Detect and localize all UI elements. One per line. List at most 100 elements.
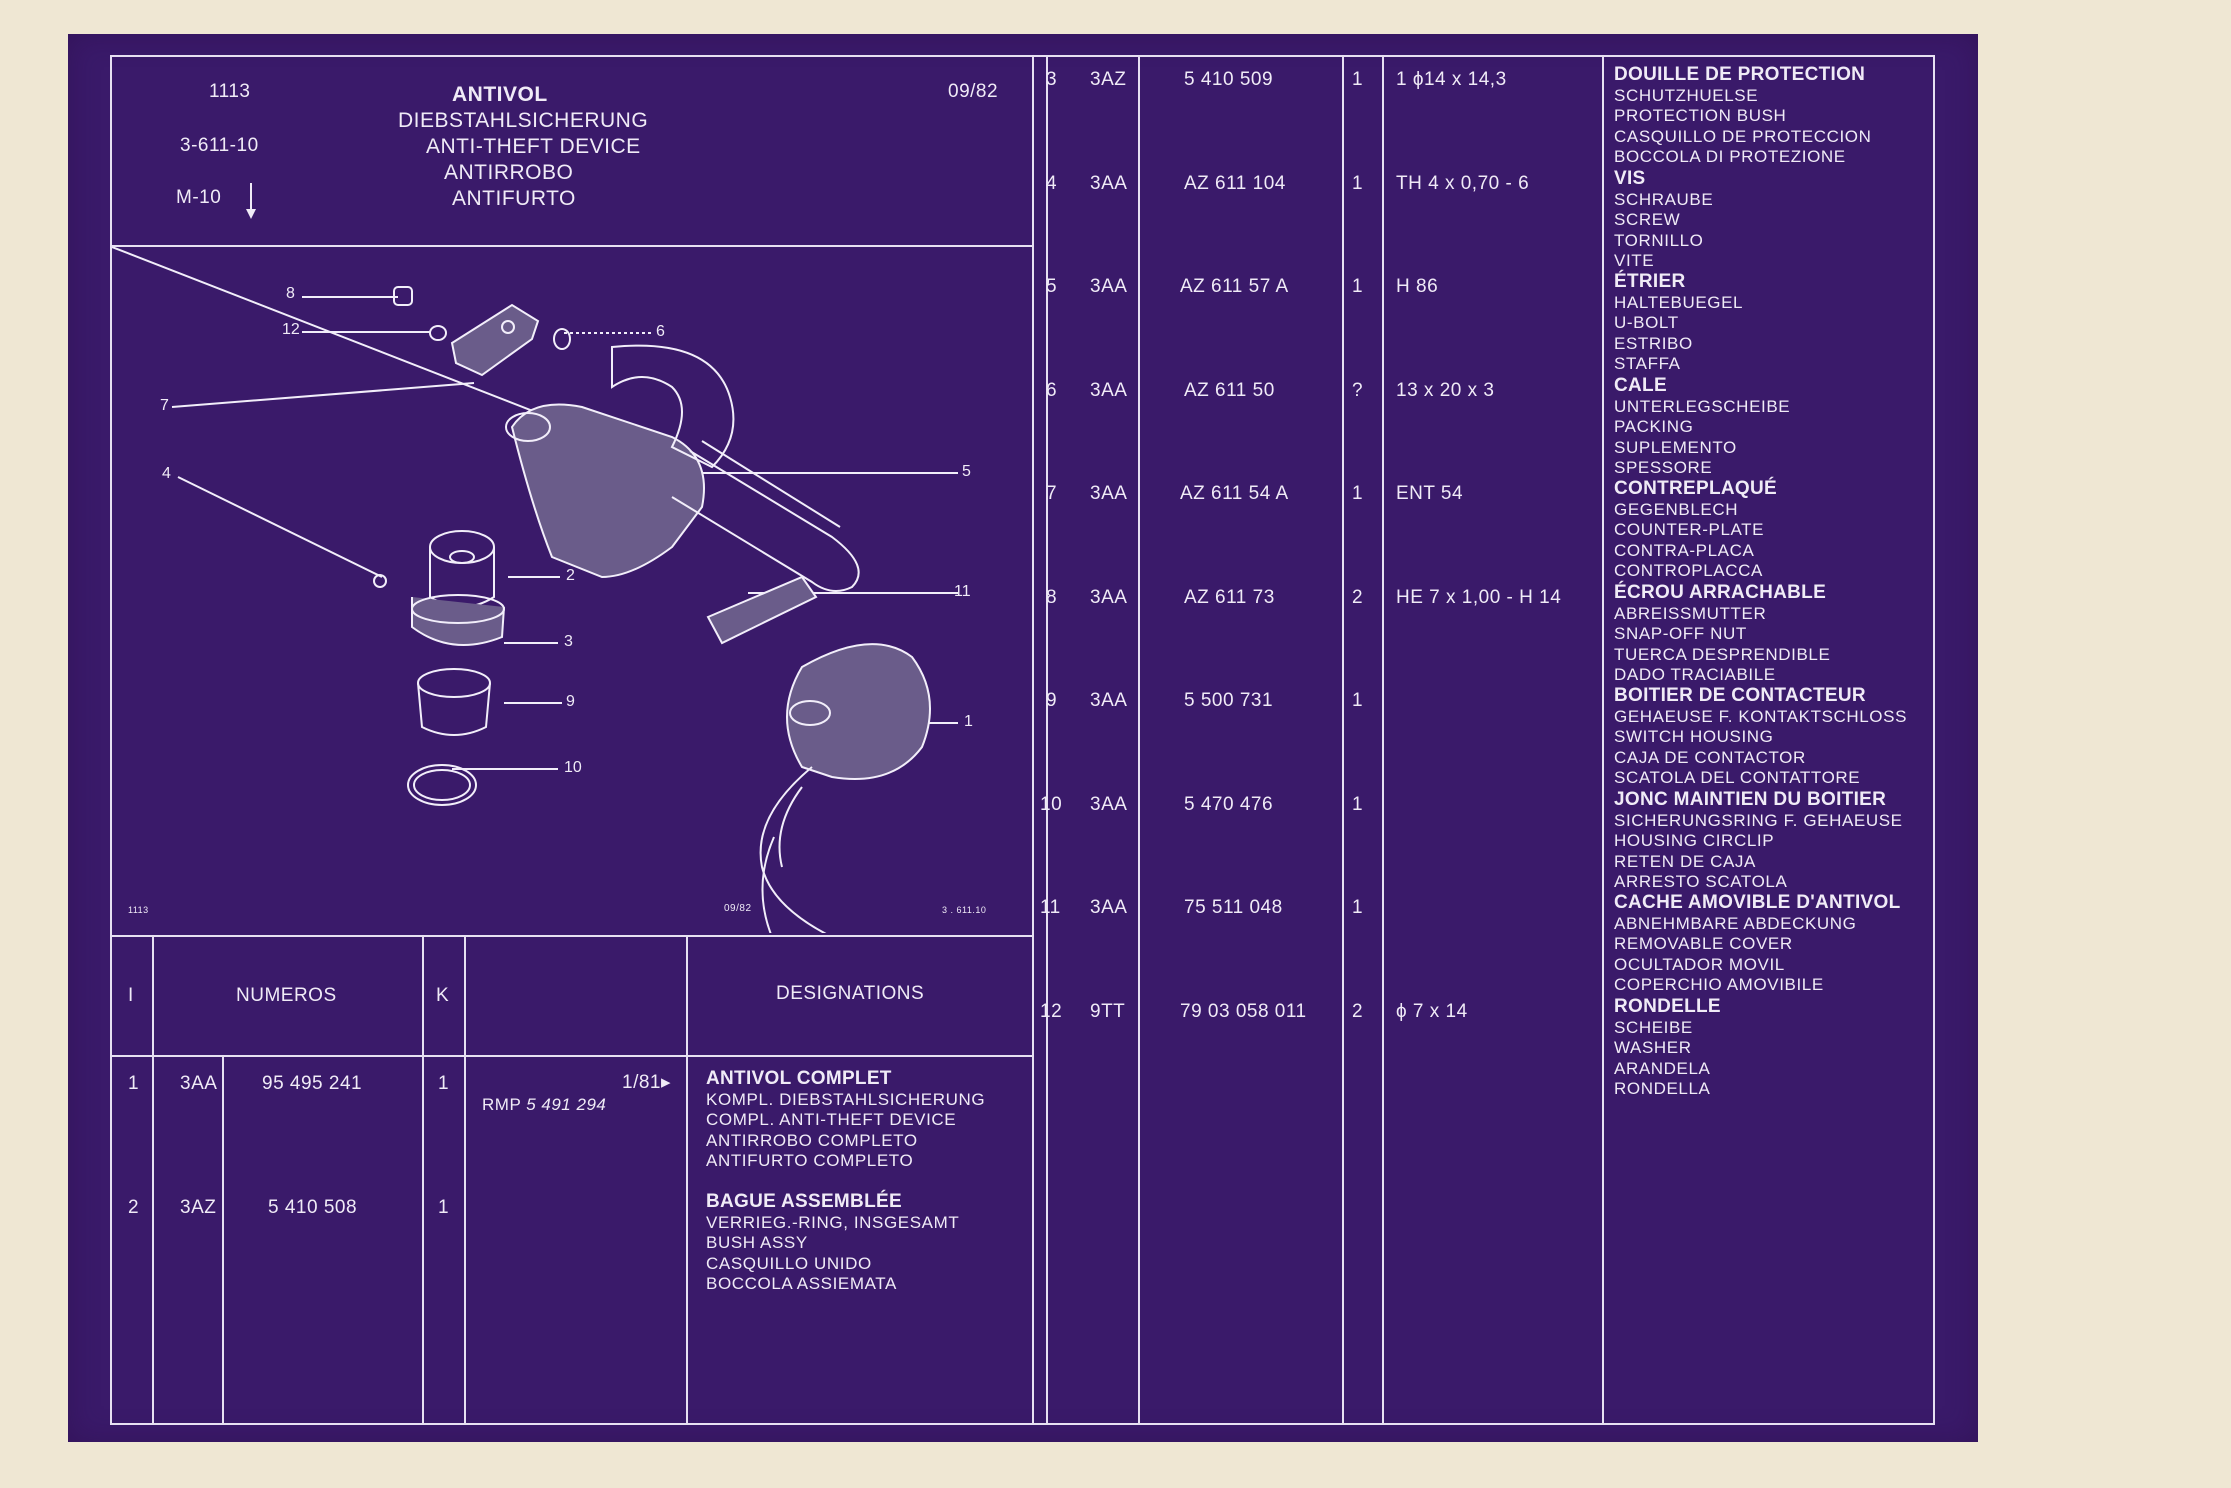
drawing-rule bbox=[112, 935, 1032, 937]
row-11-title: CACHE AMOVIBLE D'ANTIVOL bbox=[1614, 892, 1901, 913]
ref-number: 3-611-10 bbox=[180, 135, 259, 156]
header-i: I bbox=[128, 985, 134, 1006]
row-9-name-en: SWITCH HOUSING bbox=[1614, 727, 1774, 747]
row-6-number: AZ 611 50 bbox=[1184, 380, 1275, 401]
row-8-name-it: DADO TRACIABILE bbox=[1614, 665, 1776, 685]
row-9-title: BOITIER DE CONTACTEUR bbox=[1614, 685, 1866, 706]
callout-4: 4 bbox=[162, 465, 171, 482]
row-1-note-number: 5 491 294 bbox=[526, 1095, 607, 1114]
row-5-name-de: HALTEBUEGEL bbox=[1614, 292, 1744, 312]
row-4-title: VIS bbox=[1614, 168, 1646, 189]
row-7-spec: ENT 54 bbox=[1396, 483, 1464, 504]
row-1-name-es: ANTIRROBO COMPLETO bbox=[706, 1130, 918, 1150]
row-1-note-label: RMP bbox=[482, 1095, 521, 1114]
row-5-code: 3AA bbox=[1090, 276, 1128, 297]
col-rule bbox=[1342, 57, 1344, 1423]
row-10-title: JONC MAINTIEN DU BOITIER bbox=[1614, 789, 1887, 810]
row-9-name-es: CAJA DE CONTACTOR bbox=[1614, 747, 1806, 767]
drawing-footer-mid: 09/82 bbox=[724, 903, 752, 914]
row-5-index: 5 bbox=[1046, 276, 1058, 297]
col-rule bbox=[1138, 57, 1140, 1423]
row-7-title: CONTREPLAQUÉ bbox=[1614, 478, 1777, 499]
row-7-code: 3AA bbox=[1090, 483, 1128, 504]
row-2-title: BAGUE ASSEMBLÉE bbox=[706, 1191, 902, 1212]
row-5-qty: 1 bbox=[1352, 276, 1364, 297]
title-de: DIEBSTAHLSICHERUNG bbox=[398, 109, 649, 132]
row-9-qty: 1 bbox=[1352, 690, 1364, 711]
title-it: ANTIFURTO bbox=[452, 187, 576, 210]
row-3-title: DOUILLE DE PROTECTION bbox=[1614, 64, 1866, 85]
slide-background bbox=[68, 34, 1978, 1442]
row-10-name-en: HOUSING CIRCLIP bbox=[1614, 831, 1775, 851]
col-rule bbox=[222, 1055, 224, 1423]
col-rule bbox=[1382, 57, 1384, 1423]
row-11-name-es: OCULTADOR MOVIL bbox=[1614, 954, 1785, 974]
row-4-number: AZ 611 104 bbox=[1184, 173, 1286, 194]
row-6-name-de: UNTERLEGSCHEIBE bbox=[1614, 396, 1791, 416]
row-6-name-es: SUPLEMENTO bbox=[1614, 437, 1737, 457]
row-4-name-it: VITE bbox=[1614, 251, 1655, 271]
row-12-code: 9TT bbox=[1090, 1001, 1126, 1022]
row-4-name-de: SCHRAUBE bbox=[1614, 189, 1714, 209]
row-9-index: 9 bbox=[1046, 690, 1058, 711]
row-6-qty: ? bbox=[1352, 380, 1364, 401]
row-8-name-de: ABREISSMUTTER bbox=[1614, 603, 1767, 623]
col-rule bbox=[1602, 57, 1604, 1423]
callout-9: 9 bbox=[566, 693, 575, 710]
row-3-code: 3AZ bbox=[1090, 69, 1127, 90]
row-9-name-it: SCATOLA DEL CONTATTORE bbox=[1614, 768, 1861, 788]
row-1-date-mark: 1/81▸ bbox=[622, 1072, 672, 1093]
table-header-rule bbox=[112, 1055, 1032, 1057]
divider-center bbox=[1032, 57, 1034, 1423]
row-8-name-es: TUERCA DESPRENDIBLE bbox=[1614, 644, 1831, 664]
callout-8: 8 bbox=[286, 285, 295, 302]
row-1-index: 1 bbox=[128, 1073, 140, 1094]
row-11-name-de: ABNEHMBARE ABDECKUNG bbox=[1614, 913, 1857, 933]
row-11-name-en: REMOVABLE COVER bbox=[1614, 934, 1793, 954]
row-3-spec: 1 ϕ14 x 14,3 bbox=[1396, 69, 1507, 90]
row-11-qty: 1 bbox=[1352, 897, 1364, 918]
row-4-name-es: TORNILLO bbox=[1614, 230, 1704, 250]
title-fr: ANTIVOL bbox=[452, 83, 548, 106]
callout-3: 3 bbox=[564, 633, 573, 650]
row-10-qty: 1 bbox=[1352, 794, 1364, 815]
row-12-name-en: WASHER bbox=[1614, 1038, 1692, 1058]
row-10-name-it: ARRESTO SCATOLA bbox=[1614, 872, 1788, 892]
row-8-spec: HE 7 x 1,00 - H 14 bbox=[1396, 587, 1562, 608]
row-3-qty: 1 bbox=[1352, 69, 1364, 90]
header-k: K bbox=[436, 985, 450, 1006]
row-8-index: 8 bbox=[1046, 587, 1058, 608]
row-8-name-en: SNAP-OFF NUT bbox=[1614, 624, 1747, 644]
row-12-name-it: RONDELLA bbox=[1614, 1079, 1711, 1099]
drawing-footer-right: 3 . 611.10 bbox=[942, 905, 987, 915]
row-3-name-en: PROTECTION BUSH bbox=[1614, 106, 1787, 126]
row-3-index: 3 bbox=[1046, 69, 1058, 90]
drawing-footer-left: 1113 bbox=[128, 905, 149, 915]
title-en: ANTI-THEFT DEVICE bbox=[426, 135, 641, 158]
row-2-index: 2 bbox=[128, 1197, 140, 1218]
row-8-qty: 2 bbox=[1352, 587, 1364, 608]
row-6-title: CALE bbox=[1614, 375, 1667, 396]
callout-1: 1 bbox=[964, 713, 973, 730]
row-4-spec: TH 4 x 0,70 - 6 bbox=[1396, 173, 1530, 194]
row-3-name-de: SCHUTZHUELSE bbox=[1614, 85, 1759, 105]
row-6-name-en: PACKING bbox=[1614, 417, 1694, 437]
exploded-view-drawing bbox=[112, 247, 958, 933]
row-7-name-it: CONTROPLACCA bbox=[1614, 561, 1763, 581]
row-12-title: RONDELLE bbox=[1614, 996, 1721, 1017]
col-rule bbox=[152, 935, 154, 1423]
header-designations: DESIGNATIONS bbox=[776, 983, 925, 1004]
row-9-code: 3AA bbox=[1090, 690, 1128, 711]
row-2-qty: 1 bbox=[438, 1197, 450, 1218]
row-5-name-it: STAFFA bbox=[1614, 354, 1681, 374]
row-6-spec: 13 x 20 x 3 bbox=[1396, 380, 1495, 401]
row-12-spec: ϕ 7 x 14 bbox=[1396, 1001, 1468, 1022]
row-2-name-es: CASQUILLO UNIDO bbox=[706, 1253, 872, 1273]
row-8-number: AZ 611 73 bbox=[1184, 587, 1275, 608]
row-11-code: 3AA bbox=[1090, 897, 1128, 918]
